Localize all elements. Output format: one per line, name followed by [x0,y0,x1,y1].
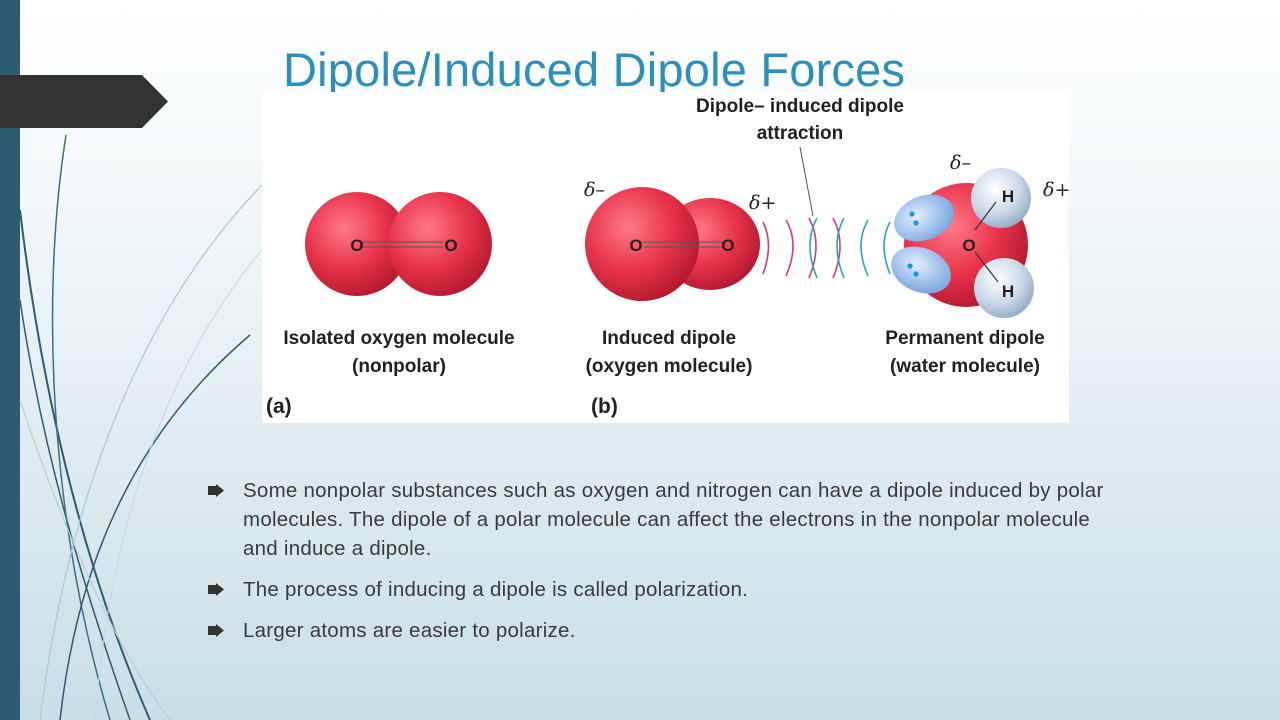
attraction-pointer-line [799,146,814,217]
dipole-field-arcs [762,217,891,279]
atom-label-o: O [629,236,642,255]
atom-label-h: H [1002,187,1014,206]
bullet-text: Some nonpolar substances such as oxygen … [243,479,1104,560]
left-accent-bar [0,0,20,720]
atom-label-o: O [962,236,975,255]
bullet-text: Larger atoms are easier to polarize. [243,619,576,642]
induced-delta-plus: δ+ [749,192,776,214]
atom-label-h: H [1002,282,1014,301]
decorative-curves [19,134,263,720]
bullet-item: Larger atoms are easier to polarize. [208,616,1108,645]
bullet-text: The process of inducing a dipole is call… [243,578,749,601]
induced-delta-minus: δ– [584,179,605,201]
atom-label-o: O [444,236,457,255]
induced-caption-line1: Induced dipole [602,328,736,349]
figure-svg: Dipole– induced dipole attraction O O Is… [266,96,1069,418]
permanent-caption-line2: (water molecule) [890,356,1040,377]
water-delta-minus: δ– [950,152,971,174]
permanent-caption-line1: Permanent dipole [885,328,1044,349]
panel-a-letter: (a) [266,395,292,418]
attraction-label-line1: Dipole– induced dipole [696,96,904,117]
atom-label-o: O [721,236,734,255]
water-molecule: O H H [891,168,1034,318]
bullet-item: The process of inducing a dipole is call… [208,575,1108,604]
isolated-oxygen-molecule: O O [305,192,492,296]
slide-title: Dipole/Induced Dipole Forces [283,43,906,96]
arrow-bullet-icon [208,484,224,497]
arrow-bullet-icon [208,624,224,637]
water-delta-plus: δ+ [1043,179,1069,201]
bullet-list: Some nonpolar substances such as oxygen … [208,476,1108,657]
title-tab-shape [0,75,168,128]
bullet-item: Some nonpolar substances such as oxygen … [208,476,1108,563]
attraction-label-line2: attraction [757,123,844,144]
arrow-bullet-icon [208,583,224,596]
panel-b-letter: (b) [591,395,618,418]
induced-caption-line2: (oxygen molecule) [586,356,753,377]
induced-dipole-oxygen-molecule: O O [585,187,760,301]
panel-a-caption-line1: Isolated oxygen molecule [283,328,514,349]
molecule-figure: Dipole– induced dipole attraction O O Is… [262,92,1069,423]
atom-label-o: O [350,236,363,255]
panel-a-caption-line2: (nonpolar) [352,356,446,377]
